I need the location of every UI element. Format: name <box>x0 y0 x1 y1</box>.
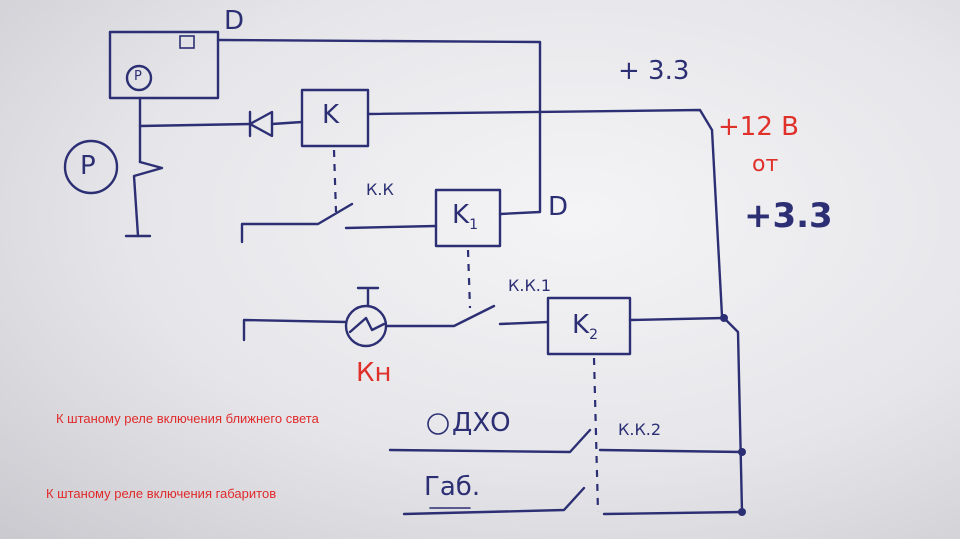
pressure-switch-circle <box>63 139 119 195</box>
sensor-box <box>108 30 220 100</box>
label-button-kn: Кн <box>356 358 392 388</box>
label-d-right: D <box>548 192 569 222</box>
junction-3 <box>738 508 746 516</box>
sensor-p-circle <box>125 64 153 92</box>
note-parking: К штаному реле включения габаритов <box>46 486 277 501</box>
label-dho: ДХО <box>452 408 511 438</box>
junction-1 <box>720 314 728 322</box>
junction-2 <box>738 448 746 456</box>
wire-d-top <box>216 38 542 216</box>
wire-kk1-k2 <box>498 320 550 326</box>
label-or: от <box>752 152 779 177</box>
label-contact-kk1: К.К.1 <box>508 276 552 295</box>
label-contact-kk: К.К <box>366 180 394 199</box>
relay-k1-box <box>434 188 502 248</box>
pressure-switch-symbol <box>132 160 164 238</box>
relay-k2-box <box>546 296 632 356</box>
wire-to-diode <box>138 122 252 128</box>
label-p-switch: P <box>80 151 96 181</box>
label-plus12: +12 В <box>718 112 799 142</box>
wire-k-rail <box>366 108 744 514</box>
label-gab: Габ. <box>424 472 481 502</box>
wire-gab <box>402 486 586 516</box>
diode-symbol <box>248 110 274 138</box>
button-kn-contact <box>348 316 386 334</box>
wire-button-kk1 <box>384 304 496 328</box>
sensor-small-box <box>179 35 195 49</box>
wire-dho-rail <box>598 448 744 454</box>
label-relay-k: K <box>322 100 340 130</box>
label-d-top: D <box>224 6 245 36</box>
label-plus33-big: +3.3 <box>744 196 833 236</box>
wire-k2-rail <box>628 316 726 322</box>
dash-k1-kk1 <box>466 249 472 309</box>
contact-kk-wires <box>240 202 438 244</box>
label-plus33-top: + 3.3 <box>618 56 690 86</box>
label-relay-k2: K2 <box>572 310 598 344</box>
wire-diode-k <box>270 120 304 126</box>
label-relay-k1: K1 <box>452 200 478 234</box>
note-low-beam: К штаному реле включения ближнего света <box>56 411 319 426</box>
relay-k-box <box>300 88 370 148</box>
wire-gab-rail <box>602 510 744 516</box>
button-kn-stem <box>356 286 380 308</box>
wire-button-left <box>242 318 348 342</box>
dash-k2-kk2 <box>592 357 600 513</box>
wire-dho <box>388 428 592 454</box>
dash-k-kk <box>332 149 338 213</box>
label-p-inner: P <box>134 69 142 84</box>
label-contact-kk2: К.К.2 <box>618 420 662 439</box>
dho-symbol <box>427 413 449 435</box>
